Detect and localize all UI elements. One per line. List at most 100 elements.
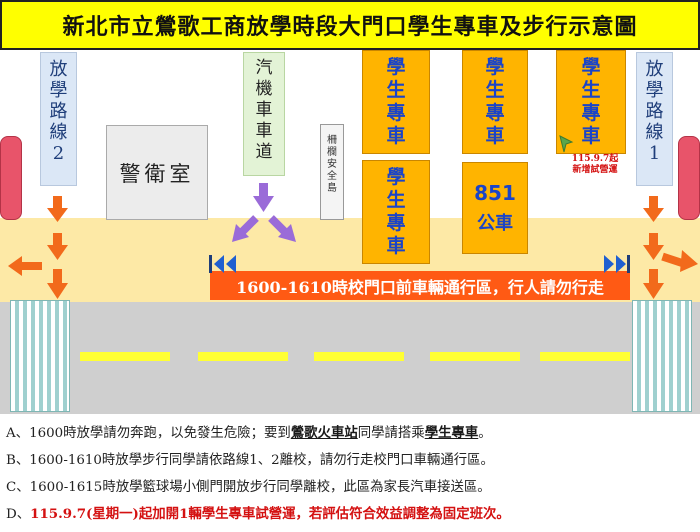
vertical-char: 生 — [386, 79, 406, 101]
vertical-char: 汽 — [255, 58, 273, 78]
pin-icon — [559, 135, 574, 153]
car-lane-box: 汽機車車道 — [243, 52, 285, 176]
double-chevron-right-icon — [604, 255, 630, 273]
lane-marking — [80, 352, 170, 361]
note-c-text: 1600-1615時放學籃球場小側門開放步行同學離校，此區為家長汽車接送區。 — [29, 480, 491, 495]
vertical-char: 機 — [255, 79, 273, 99]
crosswalk-left — [10, 300, 70, 412]
vertical-char: 專 — [581, 102, 601, 124]
vertical-char: 1 — [648, 143, 661, 164]
vertical-char: 2 — [52, 143, 65, 164]
gate-traffic-banner: 1600-1610時校門口前車輛通行區，行人請勿行走 — [210, 271, 630, 300]
vertical-char: 路 — [49, 101, 68, 122]
vertical-char: 車 — [581, 125, 601, 147]
vertical-char: 放 — [49, 59, 68, 80]
lane-marking — [540, 352, 630, 361]
vertical-char: 學 — [485, 56, 505, 78]
crosswalk-right — [632, 300, 692, 412]
note-a-bus: 學生專車 — [424, 425, 479, 441]
note-c-prefix: C、 — [6, 480, 30, 495]
note-b-prefix: B、 — [6, 453, 30, 468]
arrows-layer — [8, 183, 698, 299]
student-bus-2: 學生專車 — [362, 160, 430, 264]
student-bus-label: 學生專車 — [386, 56, 405, 148]
lane-marking — [198, 352, 288, 361]
note-d-prefix: D、 — [6, 507, 31, 522]
vertical-char: 欄 — [327, 147, 337, 158]
arrow-down-icon — [47, 196, 68, 222]
note-b-text: 1600-1610時放學步行同學請依路線1、2離校，請勿行走校門口車輛通行區。 — [29, 453, 494, 468]
vertical-char: 學 — [386, 166, 406, 188]
arrow-down-icon — [253, 183, 274, 212]
arrow-left-icon — [8, 256, 42, 276]
vertical-char: 島 — [327, 183, 337, 194]
note-a: A、1600時放學請勿奔跑，以免發生危險；要到鶯歌火車站同學請搭乘學生專車。 — [6, 420, 694, 447]
arrow-down-icon — [47, 269, 68, 299]
vertical-char: 安 — [327, 159, 337, 170]
vertical-char: 學 — [581, 56, 601, 78]
arrow-down-left-icon — [232, 215, 259, 242]
arrow-right-icon — [661, 250, 698, 272]
guard-room-label: 警衛室 — [119, 161, 195, 186]
left-red-post — [0, 136, 22, 220]
trial-run-note: 115.9.7起 新增試營運 — [560, 154, 630, 176]
vertical-char: 學 — [386, 56, 406, 78]
vertical-char: 車 — [255, 100, 273, 120]
vertical-char: 生 — [386, 189, 406, 211]
vertical-char: 生 — [485, 79, 505, 101]
vertical-char: 生 — [581, 79, 601, 101]
gate-banner-text: 1600-1610時校門口前車輛通行區，行人請勿行走 — [236, 277, 604, 297]
note-c: C、1600-1615時放學籃球場小側門開放步行同學離校，此區為家長汽車接送區。 — [6, 474, 694, 501]
note-d-text: 115.9.7(星期一)起加開1輛學生專車試營運，若評估符合效益調整為固定班次。 — [30, 506, 510, 522]
vertical-char: 全 — [327, 171, 337, 182]
bus-851: 851 公車 — [462, 162, 528, 254]
vertical-char: 專 — [386, 102, 406, 124]
notes-panel: A、1600時放學請勿奔跑，以免發生危險；要到鶯歌火車站同學請搭乘學生專車。 B… — [0, 414, 700, 532]
bus-851-label: 公車 — [477, 213, 513, 234]
double-chevron-left-icon — [209, 255, 236, 273]
student-bus-4: 學生專車 — [556, 50, 626, 154]
vertical-char: 專 — [386, 212, 406, 234]
vertical-char: 車 — [255, 121, 273, 141]
vertical-char: 放 — [645, 59, 664, 80]
car-lane-label: 汽機車車道 — [244, 53, 284, 163]
trial-note-line1: 115.9.7起 — [571, 154, 619, 164]
arrow-down-icon — [643, 196, 664, 222]
vertical-char: 道 — [255, 142, 273, 162]
student-bus-label: 學生專車 — [581, 56, 600, 148]
note-d: D、115.9.7(星期一)起加開1輛學生專車試營運，若評估符合效益調整為固定班… — [6, 501, 694, 528]
vertical-char: 線 — [645, 122, 664, 143]
vertical-char: 車 — [386, 235, 406, 257]
note-a-prefix: A、 — [6, 426, 30, 441]
trial-note-line2: 新增試營運 — [572, 165, 618, 175]
fence-island-label: 柵欄安全島 — [321, 125, 343, 195]
arrow-down-right-icon — [268, 215, 296, 242]
note-a-text1: 1600時放學請勿奔跑，以免發生危險；要到 — [29, 426, 291, 441]
student-bus-3: 學生專車 — [462, 50, 528, 154]
note-a-text3: 。 — [478, 426, 492, 441]
diagram-title: 新北市立鶯歌工商放學時段大門口學生專車及步行示意圖 — [62, 15, 638, 40]
vertical-char: 學 — [645, 80, 664, 101]
arrow-down-icon — [643, 269, 664, 299]
note-a-text2: 同學請搭乘 — [357, 426, 425, 441]
vertical-char: 路 — [645, 101, 664, 122]
arrow-down-icon — [643, 233, 664, 260]
note-a-station: 鶯歌火車站 — [290, 425, 358, 441]
guard-room: 警衛室 — [106, 125, 208, 220]
lane-marking — [430, 352, 520, 361]
student-bus-label: 學生專車 — [386, 166, 405, 258]
title-banner: 新北市立鶯歌工商放學時段大門口學生專車及步行示意圖 — [0, 0, 700, 50]
note-b: B、1600-1610時放學步行同學請依路線1、2離校，請勿行走校門口車輛通行區… — [6, 447, 694, 474]
fence-island: 柵欄安全島 — [320, 124, 344, 220]
vertical-char: 柵 — [327, 135, 337, 146]
vertical-char: 專 — [485, 102, 505, 124]
lane-marking — [314, 352, 404, 361]
vertical-char: 車 — [485, 125, 505, 147]
vertical-char: 線 — [49, 122, 68, 143]
student-bus-1: 學生專車 — [362, 50, 430, 154]
